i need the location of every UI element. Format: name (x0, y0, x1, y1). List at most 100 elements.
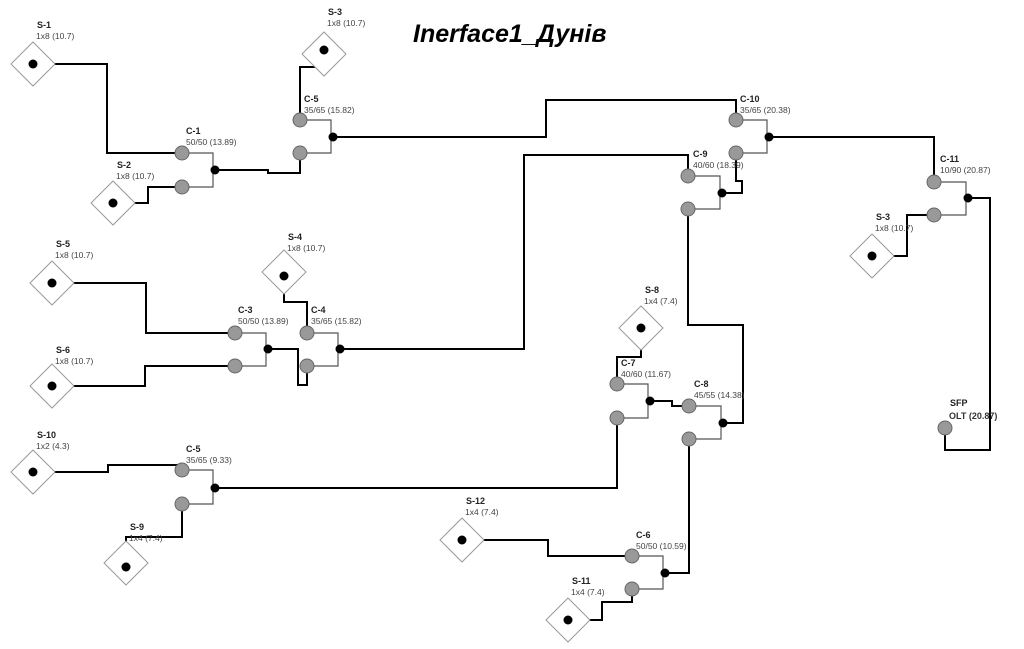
connection-wire (650, 400, 689, 407)
coupler-spec: 35/65 (15.82) (311, 316, 362, 326)
connection-wire (52, 282, 235, 334)
connection-wire (687, 209, 744, 424)
splitter-spec: 1x4 (7.4) (129, 533, 163, 543)
splitter-spec: 1x8 (10.7) (55, 356, 93, 366)
splitter-port-dot (28, 59, 38, 69)
splitter-node (103, 540, 149, 586)
coupler-node (292, 112, 338, 161)
coupler-input-port (624, 581, 640, 597)
coupler-output-dot (660, 568, 670, 578)
coupler-spec: 40/60 (18.39) (693, 160, 744, 170)
splitter-node (261, 249, 307, 295)
coupler-node (624, 548, 670, 597)
coupler-input-port (227, 358, 243, 374)
splitter-node (618, 305, 664, 351)
coupler-name: C-10 (740, 94, 760, 104)
wires-layer (33, 50, 991, 621)
splitter-node (301, 31, 347, 77)
coupler-output-dot (764, 132, 774, 142)
splitter-spec: 1x4 (7.4) (465, 507, 499, 517)
coupler-spec: 50/50 (13.89) (186, 137, 237, 147)
connection-wire (769, 136, 935, 182)
splitter-port-dot (457, 535, 467, 545)
splitter-port-dot (47, 278, 57, 288)
connection-wire (665, 439, 690, 574)
olt-name: SFP (950, 398, 968, 408)
splitter-spec: 1x8 (10.7) (55, 250, 93, 260)
coupler-node (227, 325, 273, 374)
splitter-name: S-3 (876, 212, 890, 222)
splitter-node (29, 260, 75, 306)
splitter-port-dot (563, 615, 573, 625)
coupler-input-port (680, 168, 696, 184)
connection-wire (215, 153, 301, 174)
nodes-layer (10, 31, 973, 643)
splitter-spec: 1x8 (10.7) (327, 18, 365, 28)
splitter-port-dot (47, 381, 57, 391)
splitter-spec: 1x8 (10.7) (875, 223, 913, 233)
splitter-name: S-1 (37, 20, 51, 30)
splitter-port-dot (279, 271, 289, 281)
splitter-port-dot (319, 45, 329, 55)
coupler-name: C-5 (304, 94, 319, 104)
splitter-name: S-2 (117, 160, 131, 170)
coupler-input-port (227, 325, 243, 341)
splitter-node (10, 41, 56, 87)
connection-wire (215, 418, 618, 489)
coupler-input-port (174, 145, 190, 161)
coupler-node (174, 145, 220, 195)
diagram-title: Inerface1_Дунів (413, 20, 606, 48)
coupler-spec: 10/90 (20.87) (940, 165, 991, 175)
coupler-input-port (926, 174, 942, 190)
splitter-spec: 1x4 (7.4) (571, 587, 605, 597)
splitter-node (90, 180, 136, 226)
coupler-name: C-6 (636, 530, 651, 540)
coupler-name: C-5 (186, 444, 201, 454)
coupler-input-port (174, 462, 190, 478)
coupler-output-dot (963, 193, 973, 203)
coupler-input-port (609, 410, 625, 426)
coupler-node (299, 325, 345, 374)
coupler-name: C-7 (621, 358, 636, 368)
olt-node (937, 420, 953, 436)
connection-wire (268, 348, 308, 386)
coupler-node (680, 168, 727, 217)
coupler-input-port (926, 207, 942, 223)
splitter-port-dot (867, 251, 877, 261)
splitter-name: S-9 (130, 522, 144, 532)
splitter-spec: 1x2 (4.3) (36, 441, 70, 451)
coupler-name: C-8 (694, 379, 709, 389)
coupler-node (926, 174, 973, 223)
connection-wire (333, 99, 737, 138)
splitter-port-dot (121, 562, 131, 572)
coupler-output-dot (328, 132, 338, 142)
coupler-input-port (174, 179, 190, 195)
coupler-output-dot (263, 344, 273, 354)
coupler-spec: 35/65 (9.33) (186, 455, 232, 465)
coupler-input-port (624, 548, 640, 564)
splitter-node (545, 597, 591, 643)
coupler-input-port (728, 112, 744, 128)
coupler-input-port (299, 325, 315, 341)
olt-port (937, 420, 953, 436)
connection-wire (944, 197, 991, 451)
coupler-node (174, 462, 220, 512)
splitter-name: S-4 (288, 232, 302, 242)
coupler-name: C-9 (693, 149, 708, 159)
splitter-spec: 1x8 (10.7) (287, 243, 325, 253)
connection-wire (722, 153, 743, 194)
splitter-name: S-8 (645, 285, 659, 295)
coupler-spec: 40/60 (11.67) (621, 369, 671, 379)
coupler-spec: 35/65 (20.38) (740, 105, 791, 115)
coupler-spec: 50/50 (10.59) (636, 541, 687, 551)
splitter-port-dot (108, 198, 118, 208)
coupler-input-port (292, 112, 308, 128)
splitter-name: S-5 (56, 239, 70, 249)
connection-wire (33, 464, 183, 473)
splitter-spec: 1x8 (10.7) (36, 31, 74, 41)
coupler-output-dot (210, 165, 220, 175)
splitter-node (29, 363, 75, 409)
connection-wire (340, 154, 689, 350)
coupler-input-port (292, 145, 308, 161)
